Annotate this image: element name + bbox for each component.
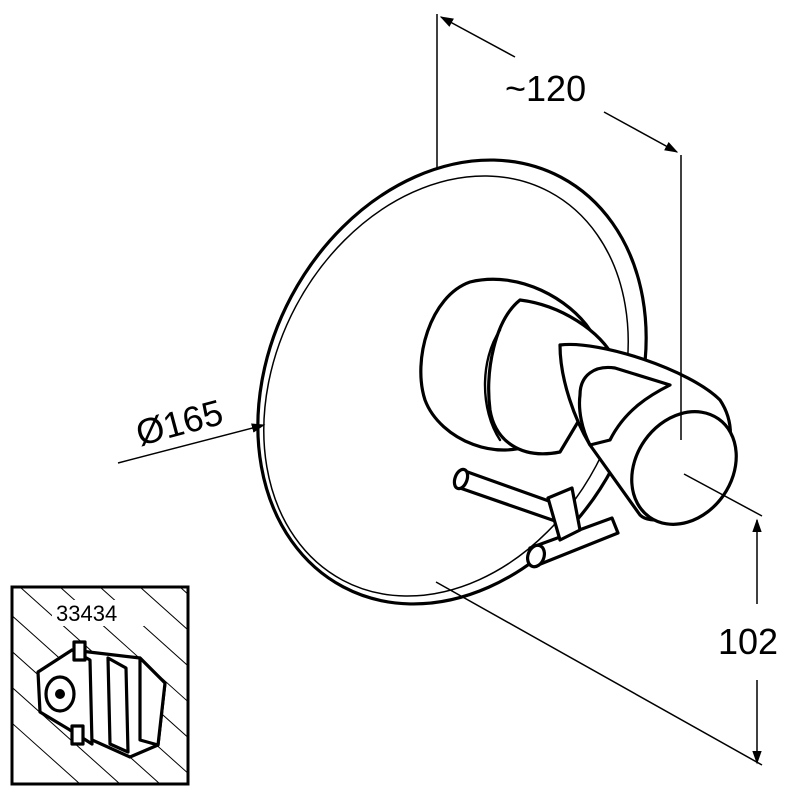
height-dimension-label: 102 bbox=[718, 621, 778, 662]
depth-dimension-label: ~120 bbox=[505, 68, 586, 109]
diverter-lever bbox=[452, 467, 620, 569]
part-number-label: 33434 bbox=[56, 601, 117, 626]
dimension-depth: ~120 bbox=[436, 14, 682, 440]
concealed-valve-body bbox=[36, 640, 167, 759]
diameter-dimension-label: Ø165 bbox=[131, 391, 227, 453]
dimension-diameter: Ø165 bbox=[117, 391, 266, 464]
valve-body bbox=[419, 277, 617, 456]
dimension-height: 102 bbox=[435, 473, 778, 766]
inset-panel: 33434 bbox=[10, 585, 190, 786]
mixer-handle bbox=[558, 342, 738, 526]
